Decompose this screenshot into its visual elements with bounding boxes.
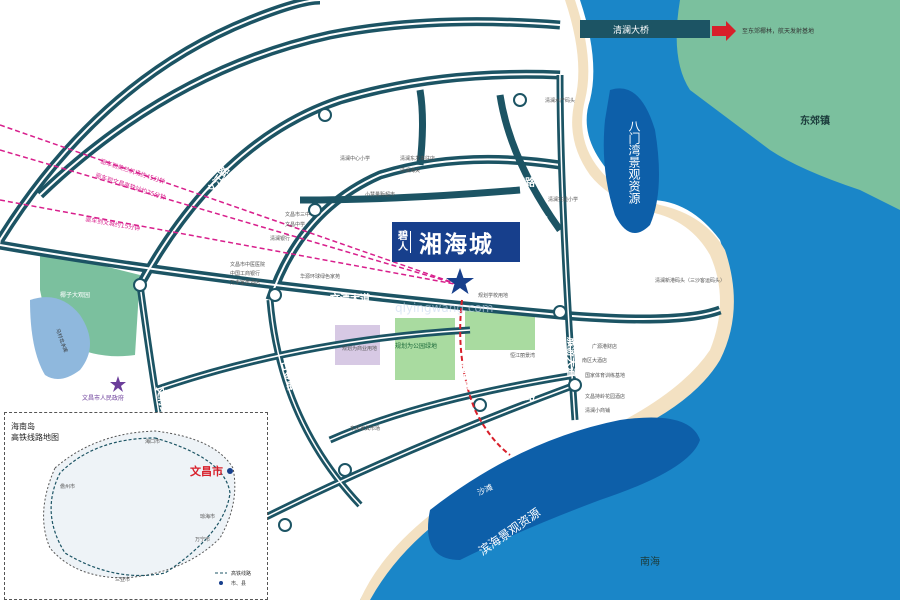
- poi-label: 规划为商业用地: [342, 345, 377, 352]
- poi-label: 清澜新港码头（三沙客运码头）: [655, 277, 725, 284]
- poi-label: 南区大酒店: [582, 357, 607, 364]
- dongjiao-land: [676, 0, 900, 210]
- road-label-gaolong: 高隆路: [505, 390, 536, 403]
- inset-title: 海南岛 高铁线路地图: [11, 421, 59, 443]
- poi-label: 广源港财店: [592, 343, 617, 350]
- poi-label: 清澜小商铺: [585, 407, 610, 414]
- road-label-lvyou: 旅游大道: [565, 337, 578, 377]
- inset-title-line1: 海南岛: [11, 422, 35, 431]
- coconut-park-label: 椰子大观园: [60, 291, 90, 299]
- planned-road: [459, 299, 511, 456]
- qinglan-bridge: [580, 20, 710, 38]
- inset-nearby-danzhou: 儋州市: [60, 483, 75, 490]
- inset-nearby-qionghai: 琼海市: [200, 513, 215, 520]
- poi-label: 文昌中学: [285, 221, 305, 228]
- poi-label: 恒江丽景湾: [510, 352, 535, 359]
- inset-nearby-haikou: 海口市: [145, 438, 160, 445]
- distance-lines: [0, 124, 461, 286]
- inset-nearby-sanya: 三亚市: [115, 576, 130, 583]
- inset-title-line2: 高铁线路地图: [11, 433, 59, 442]
- poi-label: 清澜海关: [400, 167, 420, 174]
- road-label-dongjiao: 东郊路: [505, 176, 536, 189]
- arc-roads-inner: [0, 0, 721, 320]
- road-label-yuanhu: 园湖路: [370, 388, 401, 401]
- project-brand: 碧人: [396, 231, 411, 253]
- poi-group: 清澜水产码头 清澜中心小学 清澜东发来往店 清澜海关 小慧量贩超市 清澜实验小学…: [230, 97, 725, 432]
- sea-area: [360, 0, 900, 600]
- legend-city-label: 市、县: [231, 580, 246, 587]
- gov-star-icon: [110, 376, 126, 392]
- poi-label: 清澜银行: [270, 235, 290, 242]
- road-label-wenqing: 文清大道: [330, 292, 370, 305]
- poi-label: 清澜东发来往店: [400, 155, 435, 162]
- legend-city-swatch: [219, 581, 223, 585]
- poi-label: 清澜实验小学: [548, 196, 578, 203]
- town-dongjiao: 东郊镇: [800, 114, 830, 127]
- poi-label: 规划学校用地: [478, 292, 508, 299]
- gov-label: 文昌市人民政府: [82, 394, 124, 402]
- bridge-label: 清澜大桥: [613, 24, 649, 36]
- watermark: qiyingwang.com: [395, 301, 493, 315]
- poi-label: 清澜中心小学: [340, 155, 370, 162]
- scenic-bamen-label: 八门湾景观资源: [627, 120, 641, 205]
- park-label: 规划为公园绿地: [395, 342, 437, 350]
- town-nanhai: 南海: [640, 555, 660, 568]
- inset-wenchang-dot: [227, 468, 233, 474]
- poi-label: 国家体育训练基地: [585, 372, 625, 379]
- grid-roads-inner: [139, 74, 576, 521]
- project-star-icon[interactable]: [446, 268, 474, 294]
- inset-canvas: 文昌市 海口市 琼海市 三亚市 儋州市 万宁市 高铁线路 市、县: [43, 430, 251, 587]
- inset-nearby-wanning: 万宁市: [195, 536, 210, 543]
- legend-rail-label: 高铁线路: [231, 570, 251, 577]
- poi-label: 中国工商银行: [230, 270, 260, 277]
- roundabouts: [133, 93, 582, 532]
- arrow-right-icon: [712, 21, 736, 41]
- poi-label: 文昌持岭花园酒店: [585, 393, 625, 400]
- inset-city-label: 文昌市: [190, 464, 223, 478]
- binhai-band: [428, 417, 700, 560]
- poi-label: 东风家具市场: [350, 425, 380, 432]
- poi-label: 万丰家居酒店: [230, 279, 260, 286]
- top-right-note: 至东郊椰林，航天发射基地: [742, 27, 814, 35]
- poi-label: 小慧量贩超市: [365, 191, 395, 198]
- road-label-qinglan: 清澜路: [375, 133, 406, 146]
- inset-map[interactable]: 海南岛 高铁线路地图 文昌市 海口市 琼海市 三亚市 儋州市 万宁市 高铁线路 …: [4, 412, 268, 600]
- poi-label: 清澜水产码头: [545, 97, 575, 104]
- bamen-bay: [603, 88, 659, 233]
- project-callout[interactable]: 碧人 湘海城: [392, 222, 520, 262]
- hainan-island: [43, 430, 236, 579]
- project-name: 湘海城: [419, 231, 494, 258]
- planned-school-area: [465, 310, 535, 350]
- lake: [30, 297, 90, 379]
- road-label-nanmin: 南民路: [200, 345, 231, 358]
- poi-label: 华源环球绿色家苑: [300, 273, 340, 280]
- poi-label: 文昌市三中: [285, 211, 310, 218]
- poi-label: 文昌市中医医院: [230, 261, 265, 268]
